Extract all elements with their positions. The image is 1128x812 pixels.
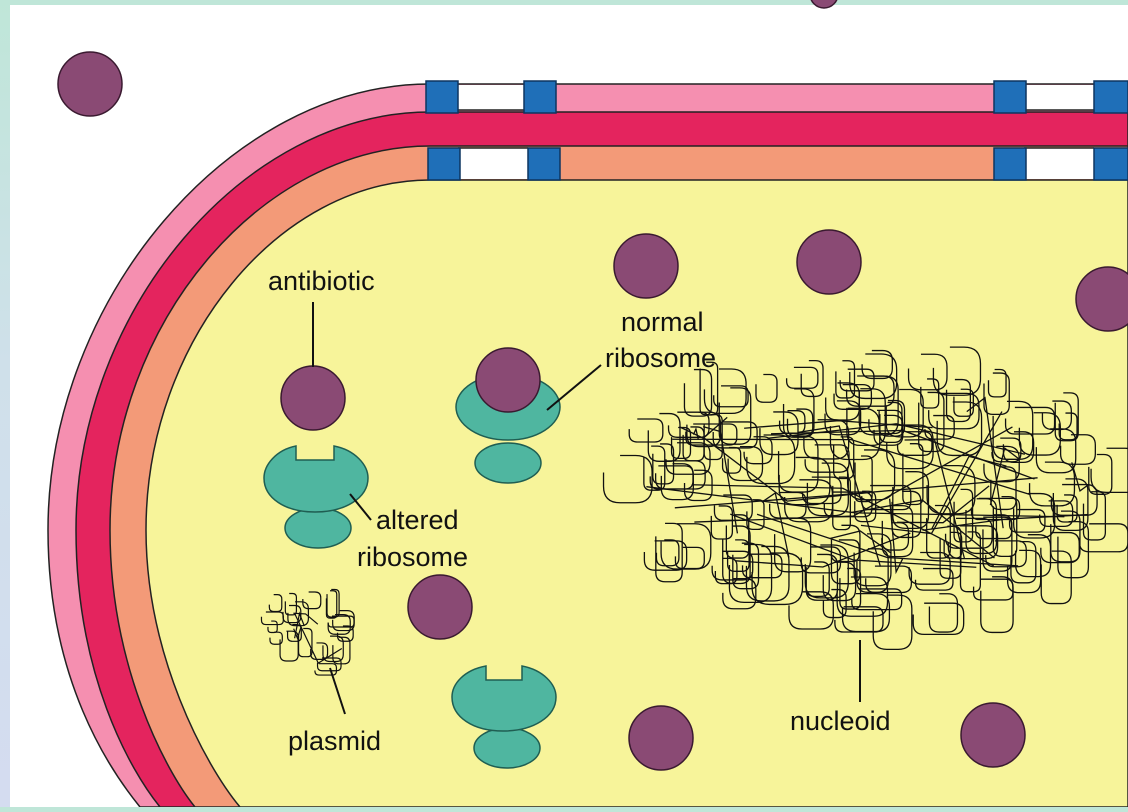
porin: [994, 81, 1026, 113]
antibiotic-molecule: [629, 706, 693, 770]
altered-ribosome-small-subunit: [474, 728, 540, 768]
porin: [1094, 148, 1128, 180]
normal-ribosome-label-line2: ribosome: [605, 343, 716, 373]
porin: [994, 148, 1026, 180]
normal-ribosome-small-subunit: [475, 443, 541, 483]
antibiotic-molecule: [281, 366, 345, 430]
cell-envelope: [48, 84, 1128, 807]
altered-ribosome-label-line1: altered: [376, 505, 459, 535]
antibiotic-molecule: [961, 703, 1025, 767]
plasmid-label: plasmid: [288, 726, 381, 756]
antibiotic-molecule: [408, 575, 472, 639]
antibiotic-molecule: [476, 348, 540, 412]
porin: [524, 81, 556, 113]
altered-ribosome-label-line2: ribosome: [357, 542, 468, 572]
normal-ribosome-label-line1: normal: [621, 307, 704, 337]
porin: [426, 81, 458, 113]
nucleoid-label: nucleoid: [790, 706, 891, 736]
porin: [428, 148, 460, 180]
antibiotic-molecule: [797, 230, 861, 294]
porin: [1094, 81, 1128, 113]
porin: [528, 148, 560, 180]
antibiotic-molecule: [58, 52, 122, 116]
antibiotic-molecule: [614, 234, 678, 298]
altered-ribosome-small-subunit: [285, 508, 351, 548]
antibiotic-label: antibiotic: [268, 266, 375, 296]
